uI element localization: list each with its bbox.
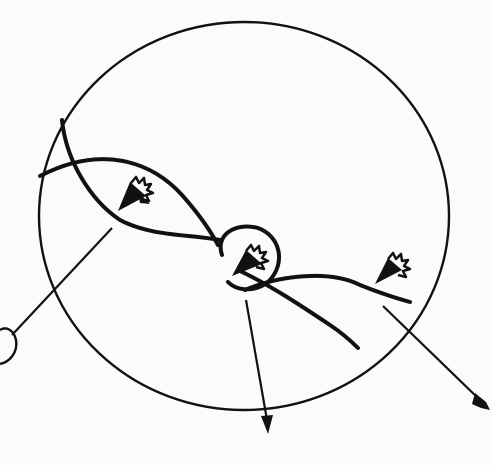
outer-circle-icon <box>39 22 449 410</box>
partial-circle-left-icon <box>0 328 16 364</box>
left-glyph-icon <box>118 177 153 211</box>
center-glyph-icon <box>232 245 268 276</box>
callout-arrow-left <box>12 228 112 335</box>
callout-arrow-right <box>383 306 490 410</box>
callout-arrow-center <box>246 300 273 434</box>
right-upper-curve-icon <box>238 270 358 348</box>
right-glyph-icon <box>375 253 410 284</box>
